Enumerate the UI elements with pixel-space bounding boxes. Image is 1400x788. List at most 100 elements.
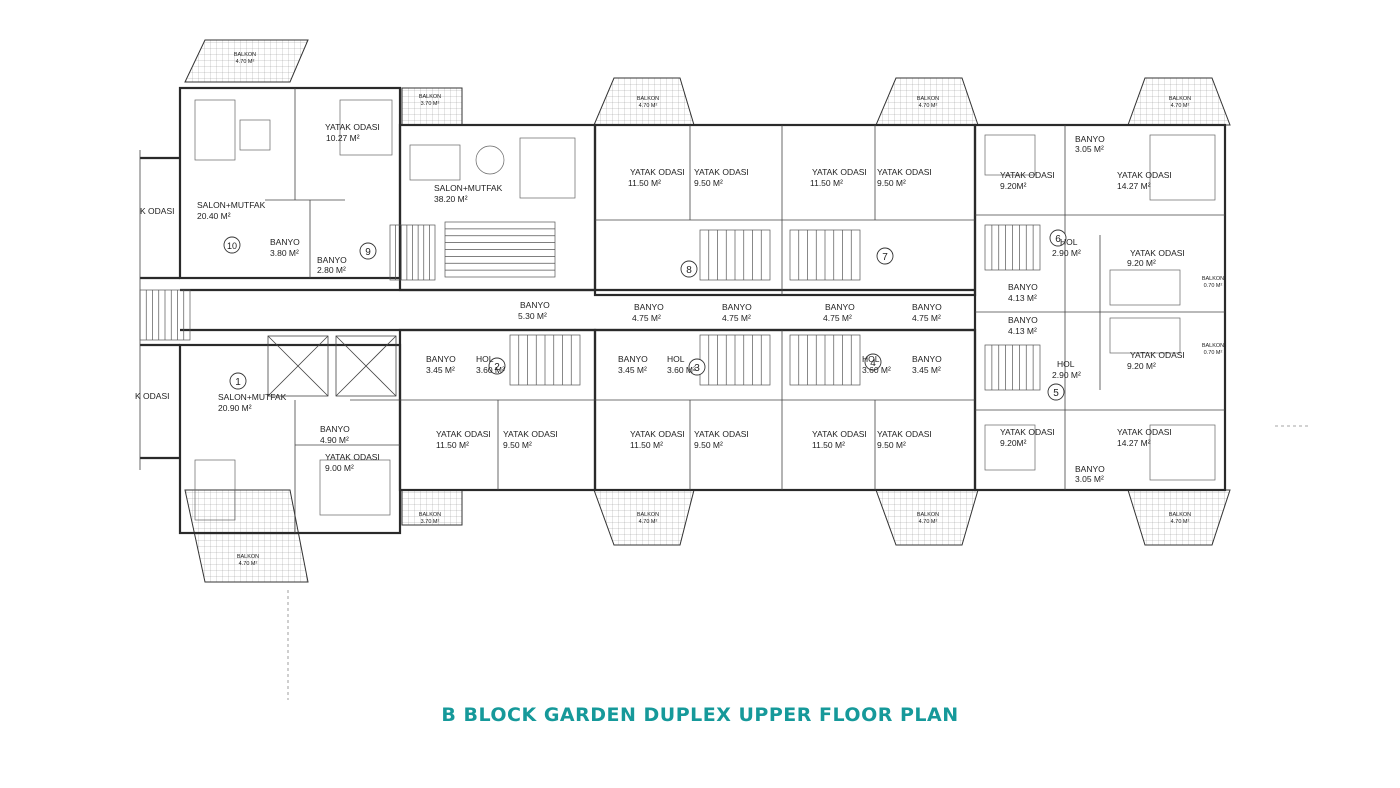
- room-r27-area: 3.45 M²: [426, 365, 455, 375]
- room-r34-name: BANYO: [320, 424, 350, 434]
- walls: [139, 86, 1227, 535]
- room-r10-name: YATAK ODASI: [1000, 170, 1055, 180]
- unit-8: 8: [686, 265, 692, 276]
- unit-2: 2: [494, 362, 500, 373]
- room-r3-name: SALON+MUTFAK: [197, 200, 266, 210]
- room-r35-area: 9.00 M²: [325, 463, 354, 473]
- room-r7-name: YATAK ODASI: [694, 167, 749, 177]
- balcony-b4-name: BALKON: [917, 96, 939, 102]
- room-r33-area: 20.90 M²: [218, 403, 252, 413]
- room-r21-name: YATAK ODASI: [1117, 427, 1172, 437]
- unit-markers: 1 2 3 4 5 6 7 8 9 10: [223, 229, 1067, 401]
- balcony-b1-name: BALKON: [234, 52, 256, 58]
- room-r38-name: YATAK ODASI: [630, 429, 685, 439]
- room-r28-name: HOL: [476, 354, 494, 364]
- balcony-b12-area: 0.70 M²: [1204, 350, 1223, 356]
- room-r22-area: 5.30 M²: [518, 311, 547, 321]
- room-r15-area: 4.13 M²: [1008, 293, 1037, 303]
- room-r43-name: K ODASI: [135, 391, 169, 401]
- room-r6-area: 11.50 M²: [628, 178, 661, 188]
- room-r9-name: YATAK ODASI: [877, 167, 932, 177]
- room-r4-area: 3.80 M²: [270, 248, 299, 258]
- unit-7: 7: [882, 252, 888, 263]
- dashed-leaders: [287, 425, 1310, 700]
- room-r4-name: BANYO: [270, 237, 300, 247]
- room-r5-area: 2.80 M²: [317, 265, 346, 275]
- room-r2-area: 38.20 M²: [434, 194, 468, 204]
- room-r24-area: 4.75 M²: [722, 313, 751, 323]
- room-r19-name: YATAK ODASI: [1000, 427, 1055, 437]
- room-r1-name: YATAK ODASI: [325, 122, 380, 132]
- room-r6-name: YATAK ODASI: [630, 167, 685, 177]
- room-r20-area: 3.05 M²: [1075, 474, 1104, 484]
- room-r16-area: 4.13 M²: [1008, 326, 1037, 336]
- room-r31-name: HOL: [862, 354, 880, 364]
- balcony-b5-name: BALKON: [1169, 96, 1191, 102]
- room-r41-area: 9.50 M²: [877, 440, 906, 450]
- room-r11-area: 3.05 M²: [1075, 144, 1104, 154]
- room-r38-area: 11.50 M²: [630, 440, 663, 450]
- room-r25-area: 4.75 M²: [823, 313, 852, 323]
- room-r14-name: YATAK ODASI: [1130, 248, 1185, 258]
- room-r41-name: YATAK ODASI: [877, 429, 932, 439]
- balcony-b1-area: 4.70 M²: [236, 59, 255, 65]
- room-labels: YATAK ODASI 10.27 M² SALON+MUTFAK 38.20 …: [135, 122, 1185, 484]
- room-r16-name: BANYO: [1008, 315, 1038, 325]
- room-r27-name: BANYO: [426, 354, 456, 364]
- room-r29-area: 3.45 M²: [618, 365, 647, 375]
- balcony-b7-name: BALKON: [419, 512, 441, 518]
- stairs: [139, 221, 1041, 391]
- room-r13-area: 2.90 M²: [1052, 248, 1081, 258]
- room-r10-area: 9.20M²: [1000, 181, 1027, 191]
- balcony-b5-area: 4.70 M²: [1171, 103, 1190, 109]
- room-r13-name: HOL: [1060, 237, 1078, 247]
- balcony-b10-name: BALKON: [1169, 512, 1191, 518]
- room-r24-name: BANYO: [722, 302, 752, 312]
- unit-5: 5: [1053, 388, 1059, 399]
- room-r12-name: YATAK ODASI: [1117, 170, 1172, 180]
- floor-plan-drawing: 1 2 3 4 5 6 7 8 9 10 YATAK ODASI 10.27 M…: [135, 39, 1310, 700]
- balcony-b6-area: 4.70 M²: [239, 561, 258, 567]
- room-r19-area: 9.20M²: [1000, 438, 1027, 448]
- elevator-shafts: [267, 335, 397, 397]
- room-r34-area: 4.90 M²: [320, 435, 349, 445]
- room-r36-name: YATAK ODASI: [436, 429, 491, 439]
- room-r39-name: YATAK ODASI: [694, 429, 749, 439]
- balcony-b7-area: 3.70 M²: [421, 519, 440, 525]
- room-r22-name: BANYO: [520, 300, 550, 310]
- room-r30-area: 3.60 M²: [667, 365, 696, 375]
- unit-10: 10: [227, 241, 237, 251]
- room-r18-name: HOL: [1057, 359, 1075, 369]
- room-r23-area: 4.75 M²: [632, 313, 661, 323]
- balcony-b8-area: 4.70 M²: [639, 519, 658, 525]
- unit-1: 1: [235, 377, 241, 388]
- furniture: [194, 99, 1216, 521]
- room-r3-area: 20.40 M²: [197, 211, 231, 221]
- room-r30-name: HOL: [667, 354, 685, 364]
- room-r26-name: BANYO: [912, 302, 942, 312]
- room-r11-name: BANYO: [1075, 134, 1105, 144]
- room-r21-area: 14.27 M²: [1117, 438, 1151, 448]
- room-r37-name: YATAK ODASI: [503, 429, 558, 439]
- unit-9: 9: [365, 247, 371, 258]
- balcony-b4-area: 4.70 M²: [919, 103, 938, 109]
- balcony-b8-name: BALKON: [637, 512, 659, 518]
- balcony-b3-name: BALKON: [637, 96, 659, 102]
- balcony-b9-area: 4.70 M²: [919, 519, 938, 525]
- room-r12-area: 14.27 M²: [1117, 181, 1151, 191]
- room-r25-name: BANYO: [825, 302, 855, 312]
- room-r14-area: 9.20 M²: [1127, 258, 1156, 268]
- balcony-labels: BALKON 4.70 M² BALKON 3.70 M² BALKON 4.7…: [234, 52, 1224, 567]
- balcony-b10-area: 4.70 M²: [1171, 519, 1190, 525]
- unit-4: 4: [870, 358, 876, 369]
- room-r20-name: BANYO: [1075, 464, 1105, 474]
- room-r35-name: YATAK ODASI: [325, 452, 380, 462]
- room-r23-name: BANYO: [634, 302, 664, 312]
- room-r2-name: SALON+MUTFAK: [434, 183, 503, 193]
- room-r29-name: BANYO: [618, 354, 648, 364]
- room-r17-area: 9.20 M²: [1127, 361, 1156, 371]
- unit-3: 3: [694, 363, 700, 374]
- room-r31-area: 3.60 M²: [862, 365, 891, 375]
- room-r26-area: 4.75 M²: [912, 313, 941, 323]
- room-r39-area: 9.50 M²: [694, 440, 723, 450]
